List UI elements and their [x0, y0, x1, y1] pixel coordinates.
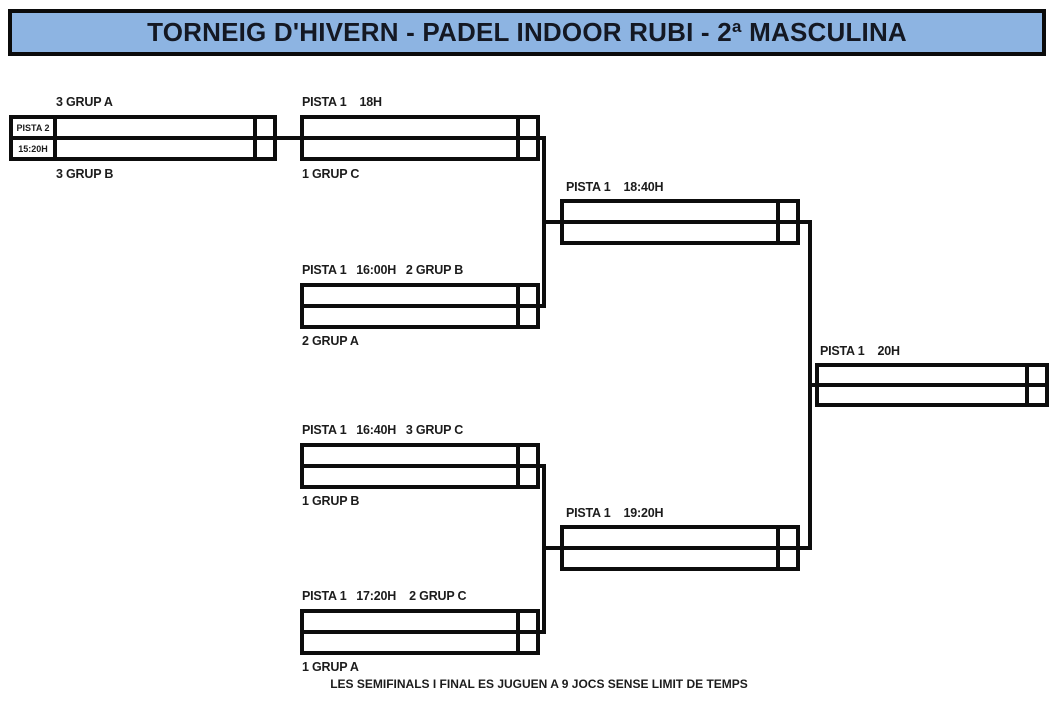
match-round1-1520h: PISTA 2 15:20H: [9, 115, 277, 161]
team-slot-bottom: [304, 140, 516, 157]
bracket-connector: [546, 546, 560, 550]
match-label-schedule: PISTA 1 19:20H: [566, 506, 664, 520]
bracket-connector: [536, 304, 546, 308]
bracket-connector: [796, 546, 810, 550]
match-label-schedule: PISTA 1 18:40H: [566, 180, 664, 194]
match-label-schedule: PISTA 1 16:00H 2 GRUP B: [302, 263, 464, 277]
footnote: LES SEMIFINALS I FINAL ES JUGUEN A 9 JOC…: [330, 677, 748, 691]
score-cell-top: [253, 119, 273, 136]
match-label-seed: 1 GRUP B: [302, 494, 360, 508]
score-cell-top: [776, 529, 796, 546]
score-cell-top: [776, 203, 796, 220]
score-cell-bottom: [516, 634, 536, 651]
score-cell-bottom: [253, 140, 273, 157]
bracket-connector: [546, 220, 560, 224]
match-label-schedule: PISTA 1 16:40H 3 GRUP C: [302, 423, 464, 437]
team-slot-bottom: [57, 140, 253, 157]
score-cell-top: [1025, 367, 1045, 383]
bracket-connector: [536, 136, 546, 140]
score-cell-top: [516, 447, 536, 464]
team-slot-top: [819, 367, 1025, 383]
match-final-20h: [815, 363, 1049, 407]
match-label-seed: 1 GRUP A: [302, 660, 359, 674]
tournament-title: TORNEIG D'HIVERN - PADEL INDOOR RUBI - 2…: [147, 17, 907, 47]
match-sf-1840h: [560, 199, 800, 245]
bracket-connector: [536, 630, 546, 634]
match-qf-1640h: [300, 443, 540, 489]
time-cell: 15:20H: [13, 140, 57, 157]
score-cell-bottom: [516, 308, 536, 325]
team-slot-bottom: [304, 634, 516, 651]
team-slot-bottom: [304, 308, 516, 325]
score-cell-bottom: [516, 140, 536, 157]
match-label-seed: 3 GRUP B: [56, 167, 114, 181]
court-cell: PISTA 2: [13, 119, 57, 136]
match-label-schedule: PISTA 1 20H: [820, 344, 900, 358]
match-label-seed: 1 GRUP C: [302, 167, 360, 181]
match-sf-1920h: [560, 525, 800, 571]
match-label-seed: 2 GRUP A: [302, 334, 359, 348]
title-bar: TORNEIG D'HIVERN - PADEL INDOOR RUBI - 2…: [8, 9, 1046, 56]
bracket-connector: [796, 220, 810, 224]
score-cell-top: [516, 119, 536, 136]
bracket-connector: [277, 136, 300, 140]
team-slot-bottom: [304, 468, 516, 485]
team-slot-bottom: [564, 224, 776, 241]
score-cell-top: [516, 613, 536, 630]
match-label-schedule: PISTA 1 18H: [302, 95, 382, 109]
bracket-connector: [542, 464, 546, 634]
bracket-connector: [808, 383, 815, 387]
team-slot-top: [304, 287, 516, 304]
team-slot-top: [304, 447, 516, 464]
bracket-connector: [542, 136, 546, 308]
team-slot-top: [564, 203, 776, 220]
bracket-connector: [536, 464, 546, 468]
score-cell-bottom: [516, 468, 536, 485]
match-qf-1600h: [300, 283, 540, 329]
team-slot-top: [57, 119, 253, 136]
score-cell-bottom: [1025, 387, 1045, 403]
match-qf-1720h: [300, 609, 540, 655]
team-slot-top: [304, 119, 516, 136]
team-slot-bottom: [819, 387, 1025, 403]
team-slot-top: [564, 529, 776, 546]
match-label-seed: 3 GRUP A: [56, 95, 113, 109]
team-slot-bottom: [564, 550, 776, 567]
match-label-schedule: PISTA 1 17:20H 2 GRUP C: [302, 589, 467, 603]
score-cell-bottom: [776, 550, 796, 567]
score-cell-top: [516, 287, 536, 304]
match-qf-18h: [300, 115, 540, 161]
score-cell-bottom: [776, 224, 796, 241]
team-slot-top: [304, 613, 516, 630]
